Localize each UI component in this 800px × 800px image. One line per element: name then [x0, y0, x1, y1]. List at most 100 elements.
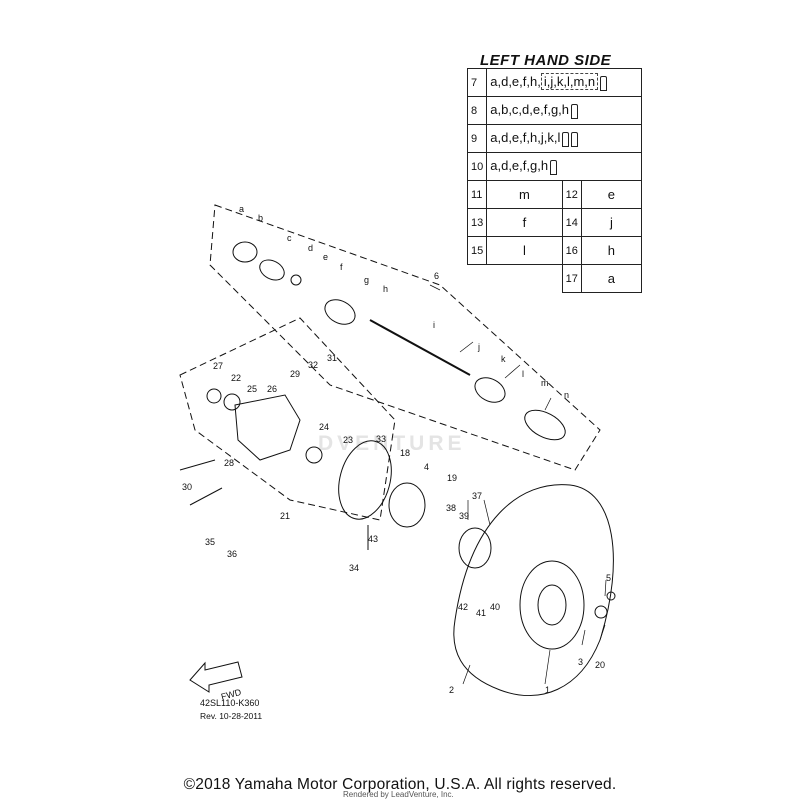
part-number — [468, 265, 487, 293]
inner-boot — [324, 299, 356, 325]
bearing-22 — [223, 393, 241, 411]
kit-parts-text: a,b,c,d,e,f,g,h — [490, 102, 570, 118]
fwd-arrow-icon — [189, 661, 243, 693]
callout-43: 43 — [368, 534, 378, 544]
callout-a: a — [239, 204, 244, 214]
callout-5: 5 — [606, 573, 611, 583]
part-letter: f — [486, 208, 563, 237]
callout-34: 34 — [349, 563, 359, 573]
tire — [453, 484, 614, 697]
callout-29: 29 — [290, 369, 300, 379]
outer-boot — [474, 377, 506, 403]
inner-bearing — [232, 241, 258, 263]
part-number: 16 — [561, 236, 582, 265]
wheel-rim — [519, 560, 585, 650]
callout-f: f — [340, 262, 343, 272]
inner-clip — [290, 274, 302, 286]
callout-k: k — [501, 354, 506, 364]
wheel-center — [537, 584, 567, 626]
kit-table: 7 a,d,e,f,h,i,j,k,l,m,n 8 a,b,c,d,e,f,g,… — [466, 68, 643, 293]
callout-c: c — [287, 233, 292, 243]
callout-38: 38 — [446, 503, 456, 513]
callout-22: 22 — [231, 373, 241, 383]
kit-parts-text: a,d,e,f,g,h — [490, 158, 549, 174]
callout-32: 32 — [308, 360, 318, 370]
copyright-footer: ©2018 Yamaha Motor Corporation, U.S.A. A… — [183, 776, 617, 793]
callout-1: 1 — [545, 685, 550, 695]
number-callouts: 1 2 3 4 5 6 18 19 20 21 22 23 24 25 26 2… — [182, 271, 611, 695]
bolt-30a — [179, 459, 216, 471]
wheel-cap — [606, 591, 616, 601]
callout-3: 3 — [578, 657, 583, 667]
kit-number: 9 — [466, 124, 488, 153]
callout-19: 19 — [447, 473, 457, 483]
brake-disc — [338, 440, 392, 520]
part-number: 15 — [466, 236, 488, 265]
table-row: 8 a,b,c,d,e,f,g,h — [466, 96, 642, 125]
bolt-30b — [189, 487, 223, 506]
hub-plate — [458, 527, 492, 569]
part-number: 12 — [561, 180, 582, 209]
callout-6: 6 — [434, 271, 439, 281]
kit-parts: a,d,e,f,h,i,j,k,l,m,n — [486, 68, 642, 97]
part-letter: j — [580, 208, 643, 237]
kit-number: 10 — [466, 152, 488, 181]
callout-e: e — [323, 252, 328, 262]
callout-2: 2 — [449, 685, 454, 695]
part-letter: h — [580, 236, 643, 265]
table-row: 7 a,d,e,f,h,i,j,k,l,m,n — [466, 68, 642, 97]
callout-20: 20 — [595, 660, 605, 670]
callout-h: h — [383, 284, 388, 294]
callout-42: 42 — [458, 602, 468, 612]
kit-parts: a,b,c,d,e,f,g,h — [486, 96, 642, 125]
diagram-code: 42SL110-K360 — [200, 698, 260, 708]
callout-28: 28 — [224, 458, 234, 468]
wheel-nut — [594, 605, 608, 619]
callout-b: b — [258, 213, 263, 223]
callout-35: 35 — [205, 537, 215, 547]
callout-33: 33 — [376, 434, 386, 444]
table-row: 9 a,d,e,f,h,j,k,l — [466, 124, 642, 153]
callout-18: 18 — [400, 448, 410, 458]
part-number: 13 — [466, 208, 488, 237]
outer-cv-joint — [524, 409, 566, 441]
grease-tube-icon — [571, 131, 579, 147]
table-row: 11 m 12 e — [466, 180, 643, 209]
callout-n: n — [564, 390, 569, 400]
part-letter: l — [486, 236, 563, 265]
table-row: 17 a — [468, 264, 643, 293]
part-letter: a — [580, 264, 643, 293]
callout-m: m — [541, 378, 549, 388]
callout-4: 4 — [424, 462, 429, 472]
kit-number: 8 — [466, 96, 488, 125]
hub — [388, 482, 426, 528]
callout-31: 31 — [327, 353, 337, 363]
bearing-27 — [206, 388, 222, 404]
callout-26: 26 — [267, 384, 277, 394]
grease-tube-icon — [571, 103, 579, 119]
axle-shaft — [369, 319, 471, 376]
callout-24: 24 — [319, 422, 329, 432]
callout-37: 37 — [472, 491, 482, 501]
table-title: LEFT HAND SIDE — [480, 52, 612, 69]
revision-date: Rev. 10-28-2011 — [200, 711, 263, 721]
grease-tube-icon — [600, 75, 608, 91]
callout-21: 21 — [280, 511, 290, 521]
kit-number: 7 — [466, 68, 488, 97]
kit-parts-text: a,d,e,f,h — [490, 74, 538, 90]
callout-i: i — [433, 320, 435, 330]
bearing-23 — [305, 446, 323, 464]
callout-25: 25 — [247, 384, 257, 394]
letter-callouts: a b c d e f g h i j k l m n — [239, 204, 569, 400]
inner-joint — [259, 259, 285, 281]
callout-36: 36 — [227, 549, 237, 559]
render-credit: Rendered by LeadVenture, Inc. — [343, 790, 454, 799]
part-number: 17 — [561, 264, 582, 293]
callout-l: l — [522, 369, 524, 379]
callout-g: g — [364, 275, 369, 285]
callout-30: 30 — [182, 482, 192, 492]
callout-39: 39 — [459, 511, 469, 521]
kit-parts: a,d,e,f,g,h — [486, 152, 642, 181]
callout-41: 41 — [476, 608, 486, 618]
